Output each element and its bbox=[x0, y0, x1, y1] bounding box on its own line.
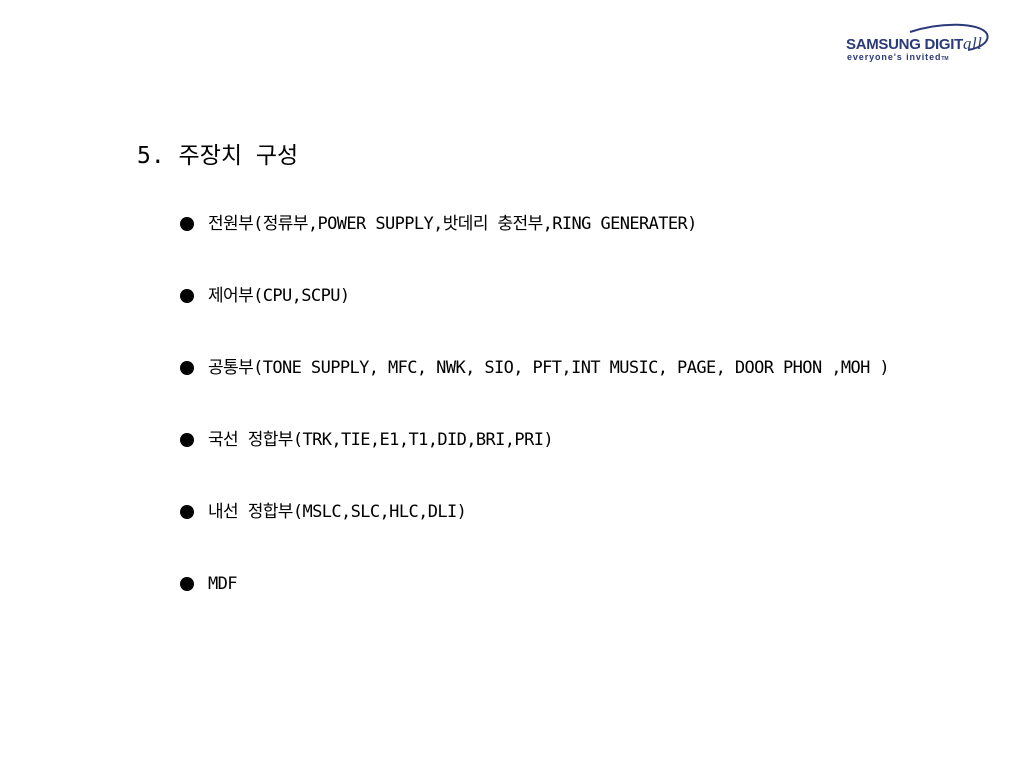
bullet-item: 제어부(CPU,SCPU) bbox=[180, 284, 889, 356]
logo-tagline: everyone's invitedTM bbox=[847, 52, 949, 62]
bullet-dot-icon bbox=[180, 577, 194, 591]
slide-title: 5. 주장치 구성 bbox=[137, 143, 299, 169]
bullet-text: 제어부(CPU,SCPU) bbox=[208, 286, 350, 306]
samsung-digitall-logo: SAMSUNG DIGITall everyone's invitedTM bbox=[840, 20, 990, 68]
logo-tagline-text: everyone's invited bbox=[847, 52, 942, 62]
logo-wordmark: SAMSUNG DIGITall bbox=[846, 34, 982, 54]
bullet-text: 국선 정합부(TRK,TIE,E1,T1,DID,BRI,PRI) bbox=[208, 430, 554, 450]
bullet-text: 전원부(정류부,POWER SUPPLY,밧데리 충전부,RING GENERA… bbox=[208, 214, 697, 234]
bullet-item: MDF bbox=[180, 572, 889, 644]
bullet-text: 공통부(TONE SUPPLY, MFC, NWK, SIO, PFT,INT … bbox=[208, 358, 890, 378]
bullet-dot-icon bbox=[180, 217, 194, 231]
bullet-dot-icon bbox=[180, 505, 194, 519]
bullet-item: 공통부(TONE SUPPLY, MFC, NWK, SIO, PFT,INT … bbox=[180, 356, 890, 428]
bullet-dot-icon bbox=[180, 289, 194, 303]
logo-swoosh-icon bbox=[909, 23, 989, 51]
bullet-list: 전원부(정류부,POWER SUPPLY,밧데리 충전부,RING GENERA… bbox=[180, 212, 890, 644]
bullet-dot-icon bbox=[180, 361, 194, 375]
logo-trademark: TM bbox=[941, 56, 949, 62]
bullet-item: 전원부(정류부,POWER SUPPLY,밧데리 충전부,RING GENERA… bbox=[180, 212, 889, 284]
bullet-item: 국선 정합부(TRK,TIE,E1,T1,DID,BRI,PRI) bbox=[180, 428, 889, 500]
bullet-dot-icon bbox=[180, 433, 194, 447]
bullet-text: MDF bbox=[208, 574, 238, 594]
logo-brand-text: SAMSUNG DIGIT bbox=[846, 36, 963, 53]
bullet-item: 내선 정합부(MSLC,SLC,HLC,DLI) bbox=[180, 500, 889, 572]
logo-brand-script: all bbox=[962, 34, 983, 53]
bullet-text: 내선 정합부(MSLC,SLC,HLC,DLI) bbox=[208, 502, 467, 522]
